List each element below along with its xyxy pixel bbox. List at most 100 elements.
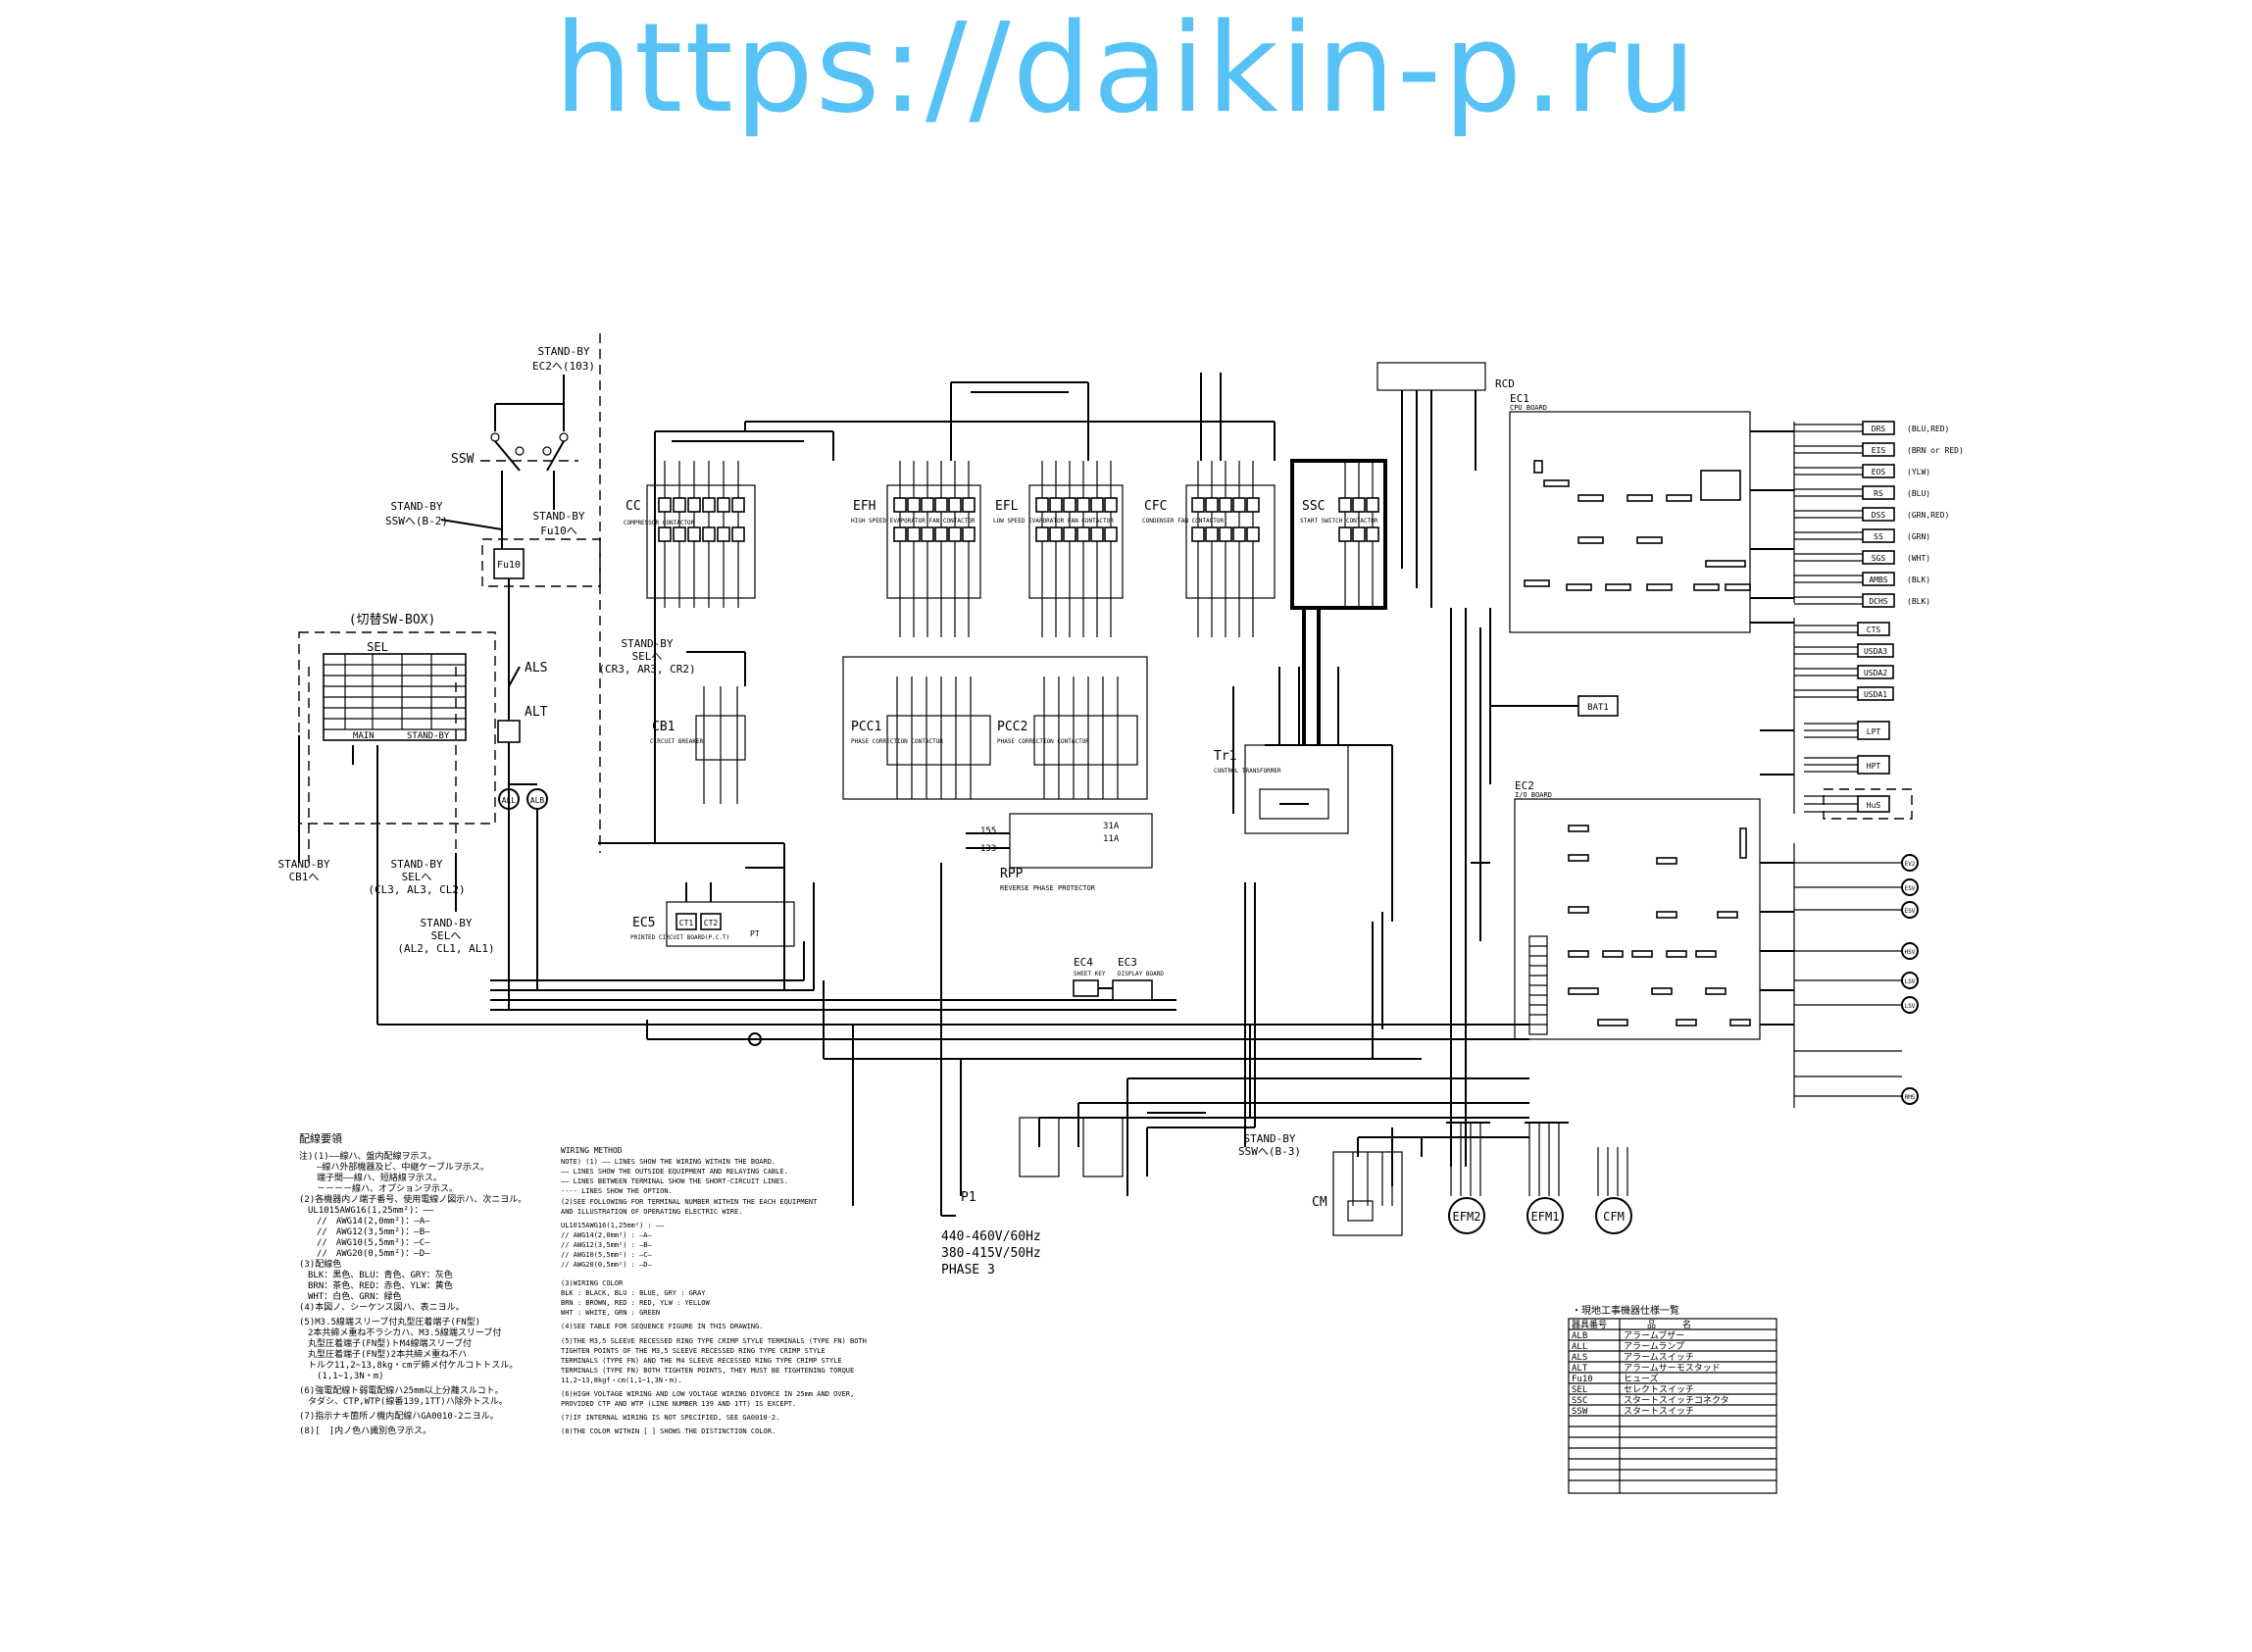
control-transformer-tr1: Tr1 CONTROL TRANSFORMER [1214, 667, 1349, 834]
notes-jp-line: (4)本図ノ、シーケンス図ハ、表ニヨル。 [299, 1301, 465, 1313]
sensor-name: AMBS [1869, 576, 1887, 584]
notes-en-line: // AWG20(0,5mm²) : —D— [561, 1261, 653, 1269]
label-cc-sub: COMPRESSOR CONTACTOR [624, 520, 695, 526]
label-ec1: EC1 [1510, 392, 1529, 405]
label-alb: ALB [530, 796, 545, 805]
notes-jp-title: 配線要領 [299, 1131, 342, 1145]
fuse-fu10 [493, 548, 525, 579]
notes-en-line: BLK : BLACK, BLU : BLUE, GRY : GRAY [561, 1289, 706, 1297]
parts-table-header-name: 品 名 [1647, 1319, 1691, 1330]
notes-en-line: BRN : BROWN, RED : RED, YLW : YELLOW [561, 1299, 711, 1307]
label-ec1-sub: CPU BOARD [1510, 404, 1547, 412]
sensor-ss: SS (GRN) [1794, 528, 1930, 543]
notes-jp-line: トルク11,2~13,8kg・cmデ締メ付ケルコトトスル。 [299, 1359, 518, 1371]
sensor-name: DRS [1872, 425, 1886, 433]
contactor-pcc1: PCC1 PHASE CORRECTION CONTACTOR [842, 656, 1148, 800]
notes-en-title: WIRING METHOD [561, 1146, 623, 1155]
label-tr1-sub: CONTROL TRANSFORMER [1214, 768, 1281, 775]
notes-jp-line: 2本共締メ重ね不ラシカハ、M3.5線端スリーブ付 [299, 1327, 501, 1338]
label-cm: CM [1312, 1195, 1327, 1210]
sensor-ambs: AMBS (BLK) [1794, 572, 1930, 586]
label-ec4: EC4 [1074, 956, 1093, 969]
valve-name: LSV [1905, 1003, 1916, 1010]
notes-en-line: TERMINALS (TYPE FN) AND THE M4 SLEEVE RE… [561, 1357, 842, 1365]
valve-name: ESV [1905, 885, 1916, 892]
sensor-dchs: DCHS (BLK) [1794, 593, 1930, 608]
sensor-eis: EIS (BRN or RED) [1794, 442, 1964, 457]
label-ec5-sub: PRINTED CIRCUIT BOARD(P.C.T) [630, 934, 729, 941]
notes-jp-line: (7)指示ナキ箇所ノ機内配線ハGA0010-2ニヨル。 [299, 1410, 499, 1422]
valve-name: RMS [1905, 1094, 1916, 1101]
sensor-color: (YLW) [1907, 468, 1930, 476]
label-rcd: RCD [1495, 377, 1515, 390]
label-ec3-sub: DISPLAY BOARD [1118, 971, 1164, 977]
label-cc: CC [626, 499, 641, 514]
device-usda1: USDA1 [1794, 686, 1894, 701]
label-pcc2: PCC2 [997, 720, 1027, 734]
table-row: Fu10 ヒューズ [1572, 1373, 1659, 1384]
label-cfc: CFC [1144, 499, 1167, 514]
label-cb1: CB1 [652, 720, 675, 734]
label-standby-ec2-target: EC2へ(103) [532, 360, 595, 373]
notes-jp-line: 丸型圧着端子(FN型)トM4線端スリーブ付 [299, 1337, 472, 1349]
label-pcc1: PCC1 [851, 720, 881, 734]
parts-id: SSC [1572, 1396, 1587, 1406]
table-row: SSW スタートスイッチ [1572, 1406, 1694, 1417]
contactor-pcc2: PCC2 PHASE CORRECTION CONTACTOR [997, 676, 1138, 799]
thermostat-alt [497, 720, 521, 743]
label-main: MAIN [353, 731, 375, 741]
label-ssc-sub: START SWITCH CONTACTOR [1300, 518, 1378, 525]
boards-ec4-ec3: EC4 SHEET KEY EC3 DISPLAY BOARD [1073, 956, 1164, 1001]
table-row: ALT アラームサーモスタッド [1572, 1363, 1721, 1374]
device-hpt: HPT [1804, 755, 1890, 775]
valve-lsv-1: LSV [1794, 972, 1919, 989]
label-p1-voltage-50: 380-415V/50Hz [941, 1246, 1041, 1261]
label-standby-sel2-list: (AL2, CL1, AL1) [397, 942, 494, 955]
parts-id: Fu10 [1572, 1375, 1593, 1384]
contactor-cc: CC COMPRESSOR CONTACTOR [624, 461, 756, 608]
label-cb1-sub: CIRCUIT BREAKER [650, 738, 704, 745]
label-standby-ssw-b3: STAND-BY [1244, 1132, 1296, 1145]
table-row: ALL アラームランプ [1572, 1341, 1684, 1352]
label-fu10: Fu10 [497, 560, 521, 571]
valve-lsv-2: LSV [1794, 996, 1919, 1014]
label-sel: SEL [367, 640, 388, 654]
label-efh-sub: HIGH SPEED EVAPORATOR FAN CONTACTOR [851, 518, 976, 525]
sensor-color: (BLU,RED) [1907, 425, 1949, 433]
sensor-name: DCHS [1869, 597, 1887, 606]
parts-name: セレクトスイッチ [1624, 1384, 1694, 1395]
sensor-color: (BLK) [1907, 576, 1930, 584]
notes-jp-line: BLK：黒色、BLU：青色、GRY：灰色 [299, 1269, 453, 1280]
parts-name: スタートスイッチ [1624, 1406, 1694, 1417]
contactor-cfc: CFC CONDENSER FAN CONTACTOR [1142, 461, 1276, 637]
valve-name: HSV [1905, 949, 1916, 956]
notes-jp-line: 注)(1)——線ハ、盤内配線ヲ示ス。 [299, 1150, 437, 1162]
valve-name: ESV [1905, 908, 1916, 915]
sensor-drs: DRS (BLU,RED) [1794, 421, 1949, 435]
device-usda3: USDA3 [1794, 643, 1894, 658]
notes-en-line: ---- LINES SHOW THE OPTION. [561, 1187, 673, 1195]
notes-en-line: // AWG12(3,5mm²) : —B— [561, 1241, 653, 1249]
device-lpt: LPT [1804, 721, 1890, 740]
label-standby-ssw-b3-target: SSWへ(B-3) [1238, 1145, 1301, 1158]
board-ec1: EC1 CPU BOARD BAT1 [1489, 392, 1751, 784]
label-efl: EFL [995, 499, 1019, 514]
notes-en-line: (5)THE M3,5 SLEEVE RECESSED RING TYPE CR… [561, 1337, 867, 1345]
label-pcc1-sub: PHASE CORRECTION CONTACTOR [851, 738, 943, 745]
parts-name: アラームサーモスタッド [1624, 1363, 1721, 1374]
label-efm1: EFM1 [1531, 1210, 1560, 1224]
parts-id: ALL [1572, 1342, 1587, 1352]
motor-efm1: EFM1 [1525, 1122, 1569, 1234]
notes-en-line: (8)THE COLOR WITHIN [ ] SHOWS THE DISTIN… [561, 1427, 776, 1435]
sensor-name: DSS [1872, 511, 1886, 520]
parts-id: ALS [1572, 1353, 1587, 1363]
sensor-name: RS [1874, 489, 1883, 498]
sensor-color: (BLK) [1907, 597, 1930, 606]
notes-en-line: 11,2~13,8kgf・cm(1,1~1,3N・m). [561, 1377, 682, 1384]
notes-japanese: 配線要領 注)(1)——線ハ、盤内配線ヲ示ス。 —線ハ外部機器及ビ、中継ケーブル… [299, 1131, 526, 1436]
notes-jp-line: // AWG12(3,5mm²)：—B— [299, 1227, 430, 1237]
device-hus: HuS [1804, 788, 1913, 820]
notes-en-line: PROVIDED CTP AND WTP (LINE NUMBER 139 AN… [561, 1400, 796, 1408]
ssw-section: STAND-BY EC2へ(103) SSW STAND-BY SSWへ(B-2… [278, 333, 1529, 1026]
label-11a: 11A [1103, 834, 1120, 844]
